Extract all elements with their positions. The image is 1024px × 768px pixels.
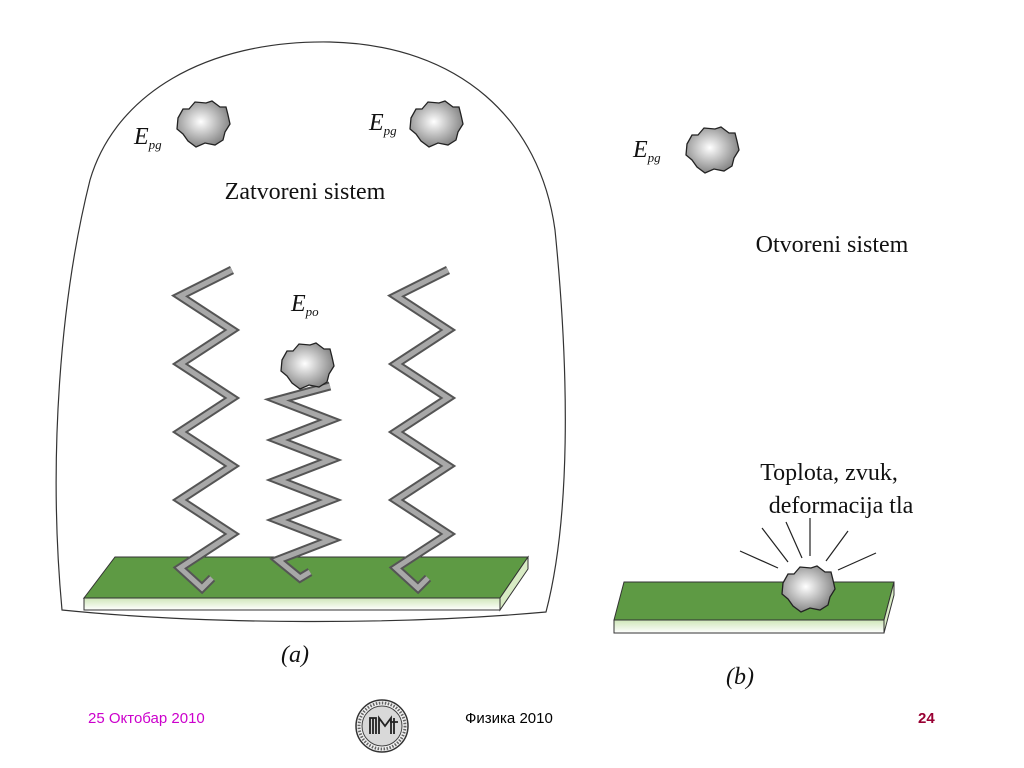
footer-course-title: Физика 2010 [465, 710, 553, 727]
energy-label-open: Epg [632, 137, 661, 165]
open-system-title: Otvoreni sistem [756, 232, 909, 258]
open-system-caption: (b) [726, 664, 754, 690]
rock-icon [280, 342, 335, 390]
closed-system-title: Zatvoreni sistem [225, 179, 386, 205]
spring-middle [263, 381, 343, 584]
faculty-seal-icon [355, 699, 409, 753]
energy-label-top-right: Epg [368, 110, 397, 138]
closed-system-boundary [55, 41, 566, 623]
closed-system-caption: (a) [281, 642, 309, 668]
page-number: 24 [918, 710, 935, 727]
footer-date: 25 Октобар 2010 [88, 710, 205, 727]
open-system-ground [613, 581, 895, 634]
rock-icon [685, 126, 740, 174]
rock-icon [176, 100, 231, 148]
closed-system-ground [82, 555, 529, 612]
energy-label-spring: Epo [290, 291, 319, 319]
impact-rays [729, 518, 889, 595]
spring-right [386, 265, 457, 595]
impact-effects-line-1: Toplota, zvuk, [760, 460, 898, 486]
energy-label-top-left: Epg [133, 124, 162, 152]
spring-left [170, 265, 241, 595]
rock-icon [409, 100, 464, 148]
impact-effects-line-2: deformacija tla [769, 493, 914, 519]
